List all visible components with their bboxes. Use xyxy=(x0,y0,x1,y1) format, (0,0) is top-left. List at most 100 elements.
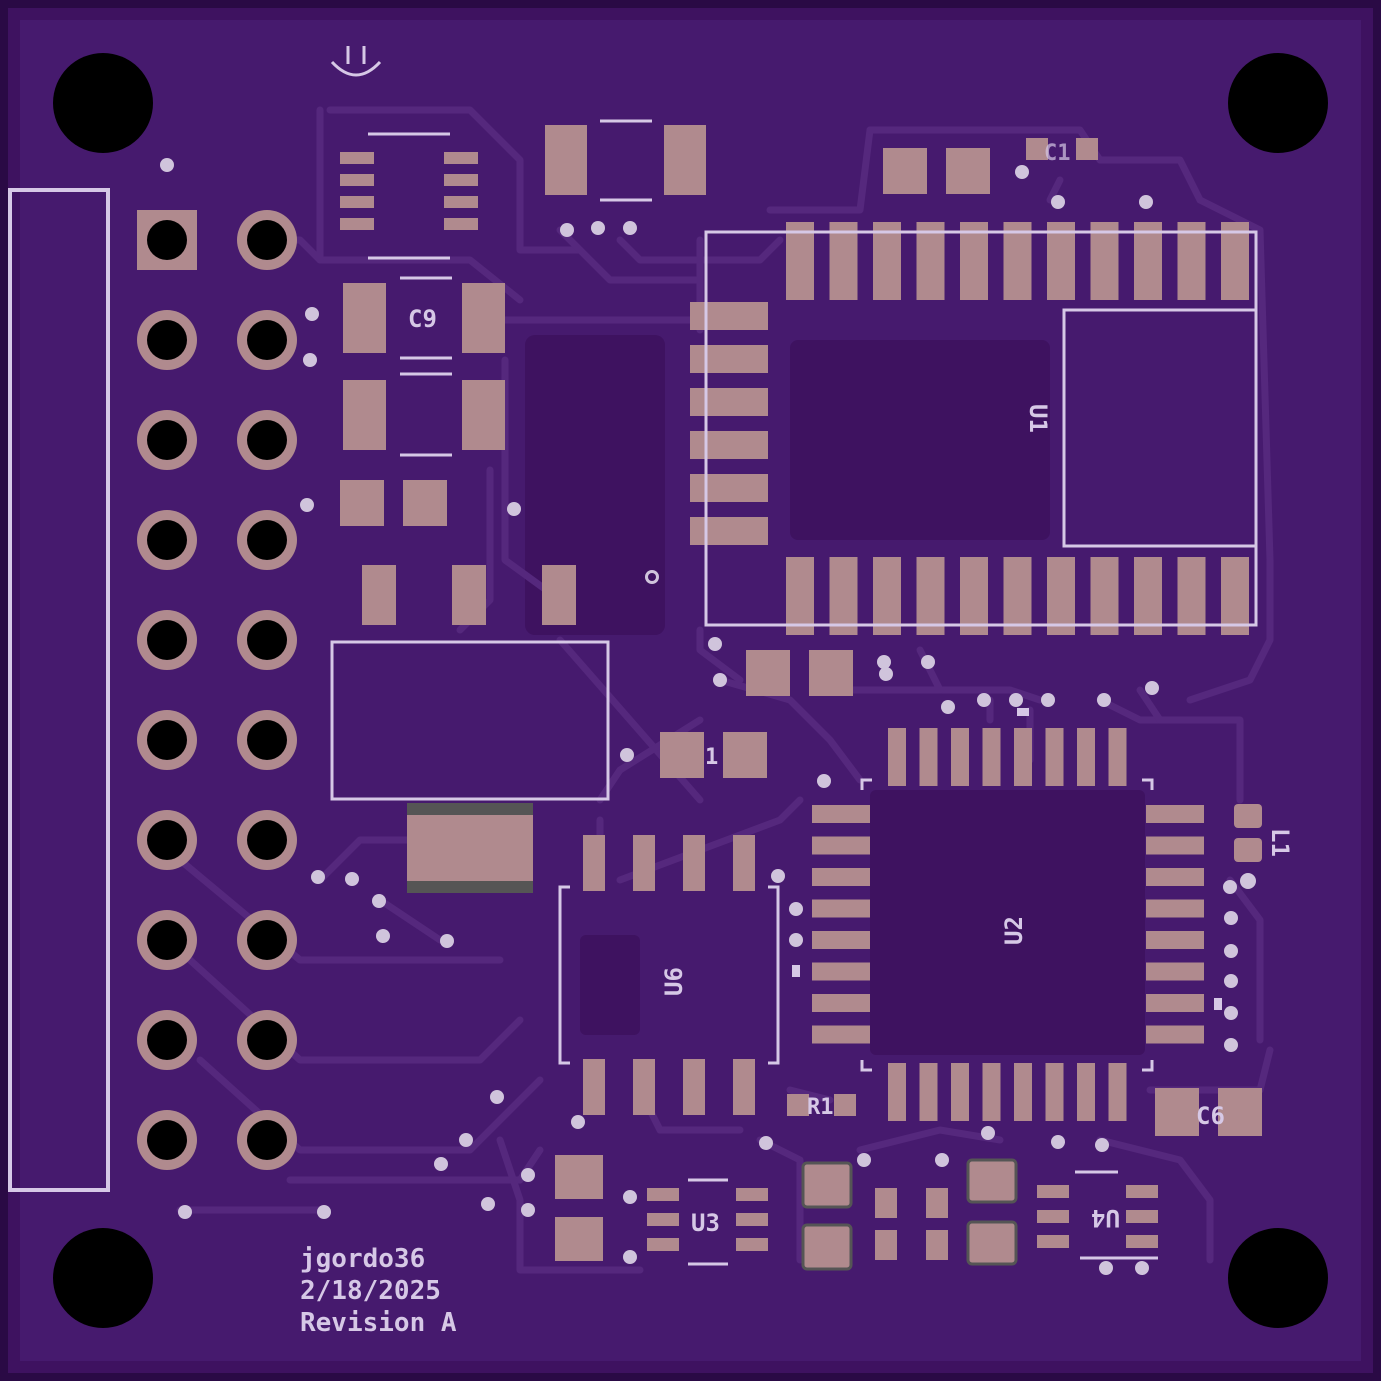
u2-pad xyxy=(1146,868,1204,886)
via xyxy=(623,221,637,235)
u2-pad xyxy=(1014,728,1032,786)
u2-pad xyxy=(1146,836,1204,855)
via xyxy=(591,221,605,235)
via xyxy=(620,748,634,762)
u2-pad xyxy=(951,1063,969,1121)
c1-pad-left xyxy=(1026,138,1048,160)
l1-pad-bottom xyxy=(1234,838,1262,862)
u1-pad xyxy=(1090,557,1119,635)
u1-pad xyxy=(873,557,901,635)
u2-pad xyxy=(812,836,870,855)
bottom-cap-a-top xyxy=(555,1155,603,1199)
silkscreen-labels: C9 U1 U2 U6 U3 U4 L1 C6 R1 C1 1 jgordo36… xyxy=(300,141,1294,1338)
via xyxy=(1135,1261,1149,1275)
u2-pad xyxy=(1108,728,1127,786)
bottom-cap-c-bottom xyxy=(966,1220,1018,1266)
u6-pad xyxy=(633,835,655,891)
via xyxy=(1224,911,1238,925)
header-pin-hole xyxy=(247,320,287,360)
bottom-res-b-top xyxy=(926,1188,948,1218)
bottom-res-a-top xyxy=(875,1188,897,1218)
u2-pad xyxy=(982,1063,1001,1121)
header-pin-hole xyxy=(147,220,187,260)
u1-pad xyxy=(690,431,768,459)
u2-pad xyxy=(951,728,969,786)
label-r1: R1 xyxy=(807,1095,834,1120)
smile-logo-icon xyxy=(330,46,382,77)
small-pad-a xyxy=(340,480,384,526)
via xyxy=(372,894,386,908)
label-u2: U2 xyxy=(1000,916,1028,945)
via xyxy=(1009,693,1023,707)
bottom-cap-b-bottom xyxy=(801,1223,853,1271)
header-pin-hole xyxy=(247,920,287,960)
cap-mid-pad-right xyxy=(462,380,505,450)
via xyxy=(935,1153,949,1167)
revision-label: Revision A xyxy=(300,1308,457,1338)
via xyxy=(1224,974,1238,988)
u1-pad xyxy=(1134,557,1162,635)
via xyxy=(521,1168,535,1182)
u6-pad xyxy=(583,1059,605,1115)
via xyxy=(759,1136,773,1150)
via xyxy=(817,774,831,788)
r1-pad-left xyxy=(787,1094,809,1116)
u2-pad xyxy=(812,805,870,823)
header-pin-hole xyxy=(147,420,187,460)
u2-pad xyxy=(888,1063,906,1121)
via xyxy=(1223,880,1237,894)
via xyxy=(303,353,317,367)
u2-pad xyxy=(919,1063,938,1121)
via xyxy=(459,1133,473,1147)
bottom-res-a-bottom xyxy=(875,1230,897,1260)
regulator-pin-3 xyxy=(542,565,576,625)
header-pin-hole xyxy=(247,820,287,860)
via xyxy=(1097,693,1111,707)
header-pin-hole xyxy=(247,1120,287,1160)
u6-pad xyxy=(683,1059,705,1115)
via xyxy=(560,223,574,237)
u3-pads xyxy=(647,1188,768,1251)
via xyxy=(1041,693,1055,707)
u1-pad xyxy=(786,557,814,635)
u1-pad xyxy=(1003,557,1032,635)
mounting-holes xyxy=(53,53,1328,1328)
via xyxy=(490,1090,504,1104)
u6-pad xyxy=(733,835,755,891)
u2-pad xyxy=(1014,1063,1032,1121)
via xyxy=(440,934,454,948)
cap-below-u1-left xyxy=(746,650,790,696)
via xyxy=(1051,195,1065,209)
via xyxy=(311,870,325,884)
u2-pad xyxy=(1146,899,1204,918)
via xyxy=(941,700,955,714)
u1-antenna-outline xyxy=(1062,308,1258,548)
header-pin-hole xyxy=(247,420,287,460)
u2-pad xyxy=(1146,962,1204,981)
via xyxy=(1224,1038,1238,1052)
u2-pad xyxy=(812,868,870,886)
u1-top-pads xyxy=(786,222,1249,300)
u1-pad xyxy=(873,222,901,300)
u4-pads xyxy=(1037,1185,1158,1248)
via xyxy=(789,933,803,947)
u1-pad xyxy=(690,474,768,502)
mounting-hole-bottom-right xyxy=(1228,1228,1328,1328)
cap-top-pad-left xyxy=(545,125,587,195)
via xyxy=(1145,681,1159,695)
u1-pad xyxy=(916,222,945,300)
label-l1: L1 xyxy=(1266,828,1294,857)
c6-pad-left xyxy=(1155,1088,1199,1136)
small-pad-b xyxy=(403,480,447,526)
cap-1-pad-right xyxy=(723,732,767,778)
u1-cap-pad-right xyxy=(946,148,990,194)
header-pin-hole xyxy=(247,1020,287,1060)
via xyxy=(708,637,722,651)
ground-islands xyxy=(525,335,1145,1055)
u2-pad xyxy=(1077,1063,1095,1121)
regulator-outline xyxy=(330,640,610,801)
via xyxy=(481,1197,495,1211)
via xyxy=(434,1157,448,1171)
header-pin-hole xyxy=(147,320,187,360)
header-pin-hole xyxy=(147,920,187,960)
